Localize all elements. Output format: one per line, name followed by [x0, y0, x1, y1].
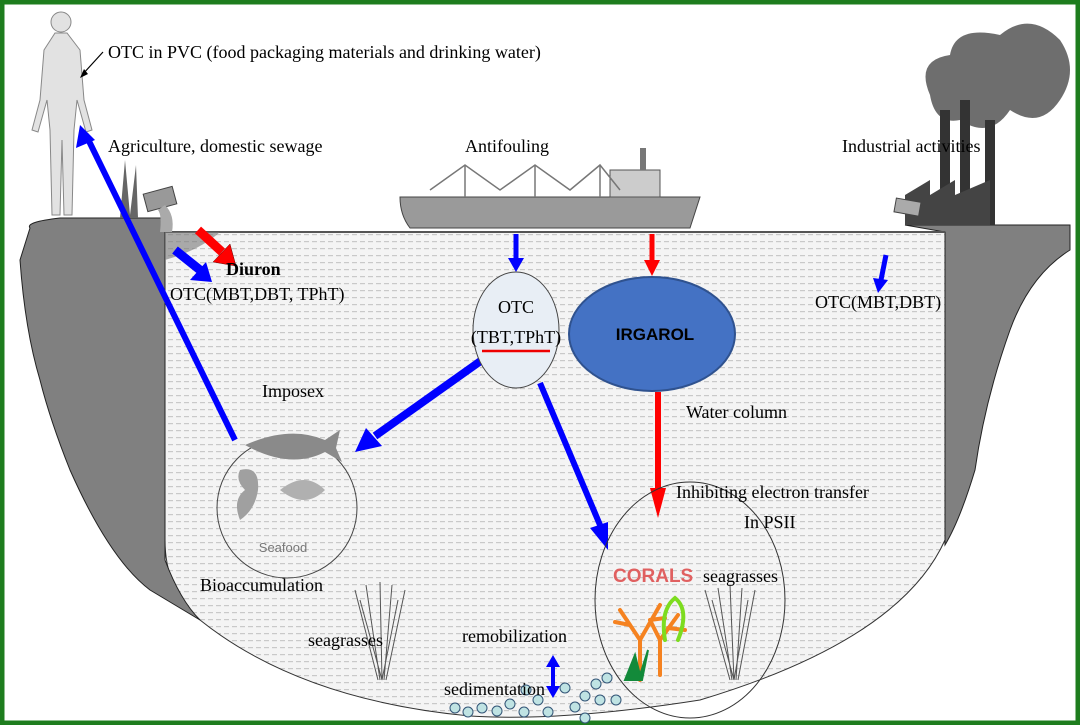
seagrasses-right-label: seagrasses: [703, 566, 778, 586]
irgarol-ellipse: [568, 276, 736, 392]
water-column-label: Water column: [686, 402, 787, 422]
seagrasses-left-label: seagrasses: [308, 630, 383, 650]
pointer-arrowhead: [80, 69, 88, 78]
arrow-ship-otc: [508, 234, 524, 272]
inhibiting-label: Inhibiting electron transfer: [676, 482, 869, 502]
human-silhouette-icon: [31, 11, 93, 216]
diuron-label: Diuron: [226, 259, 281, 279]
coral-icon: [613, 595, 687, 682]
remobilization-label: remobilization: [462, 626, 567, 646]
seafood-fish-icon: [236, 430, 342, 520]
arrow-otc-to-corals: [537, 381, 608, 550]
arrow-irgarol-to-corals: [650, 392, 666, 518]
arrow-otc-to-seafood: [355, 356, 485, 452]
right-land: [904, 224, 1071, 547]
agriculture-label: Agriculture, domestic sewage: [108, 136, 322, 156]
arrow-industry-otc: [873, 254, 889, 293]
corals-label: CORALS: [613, 566, 693, 587]
otc-ellipse: [472, 271, 560, 389]
arrow-sewage-diuron: [194, 226, 237, 267]
seagrass-right-icon: [704, 584, 756, 681]
sediment-particles: [449, 672, 622, 724]
arrow-ship-irgarol: [644, 234, 660, 276]
otc-left-label: OTC(MBT,DBT, TPhT): [170, 284, 345, 305]
factory-icon: [893, 23, 1070, 225]
seagrass-left-icon: [354, 581, 406, 681]
industrial-label: Industrial activities: [842, 136, 980, 156]
otc-right-label: OTC(MBT,DBT): [815, 292, 941, 313]
corals-circle: [594, 481, 786, 719]
otc-center-compounds: (TBT,TPhT): [471, 327, 561, 348]
seafood-label: Seafood: [259, 540, 307, 555]
cargo-ship-icon: [399, 148, 701, 229]
psii-label: In PSII: [744, 512, 796, 532]
double-arrow-remobilization-sedimentation: [546, 655, 560, 698]
irgarol-label: IRGAROL: [616, 325, 694, 344]
human-source-label: OTC in PVC (food packaging materials and…: [108, 42, 541, 63]
sedimentation-label: sedimentation: [444, 679, 545, 699]
bioaccumulation-label: Bioaccumulation: [200, 575, 323, 595]
imposex-label: Imposex: [262, 381, 324, 401]
antifouling-label: Antifouling: [465, 136, 549, 156]
arrow-human-to-seafood: [76, 125, 238, 442]
otc-center-title: OTC: [498, 297, 534, 317]
arrow-sewage-otc: [172, 246, 212, 282]
